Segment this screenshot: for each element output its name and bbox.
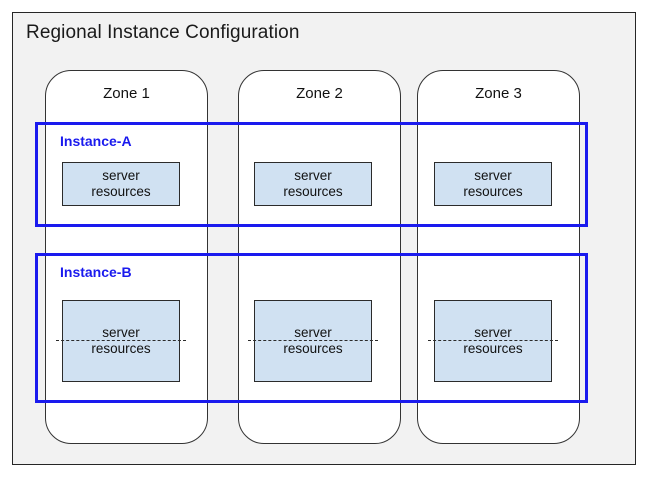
zone-label-2: Zone 2	[296, 85, 343, 102]
server-line-2: resources	[283, 341, 343, 356]
instance-label-b: Instance-B	[60, 264, 132, 280]
server-line-1: server	[294, 168, 332, 184]
server-line-2: resources	[463, 341, 523, 356]
server-line-1: server	[102, 168, 140, 184]
server-line-2: resources	[91, 184, 151, 199]
server-resources-box[interactable]: server resources	[434, 162, 552, 206]
server-line-2: resources	[91, 341, 151, 356]
server-line-2: resources	[463, 184, 523, 199]
server-line-1: server	[474, 168, 512, 184]
server-line-2: resources	[283, 184, 343, 199]
instance-label-a: Instance-A	[60, 133, 132, 149]
server-line-1: server	[102, 325, 140, 341]
server-resources-box[interactable]: server resources	[434, 300, 552, 382]
instance-band-a[interactable]: Instance-A	[35, 122, 588, 227]
server-line-1: server	[294, 325, 332, 341]
page-title: Regional Instance Configuration	[26, 22, 300, 43]
server-line-1: server	[474, 325, 512, 341]
server-resources-box[interactable]: server resources	[254, 300, 372, 382]
dashed-divider-line	[56, 340, 186, 341]
server-resources-box[interactable]: server resources	[254, 162, 372, 206]
dashed-divider-line	[428, 340, 558, 341]
zone-label-1: Zone 1	[103, 85, 150, 102]
server-resources-box[interactable]: server resources	[62, 162, 180, 206]
instance-band-b[interactable]: Instance-B	[35, 253, 588, 403]
zone-label-3: Zone 3	[475, 85, 522, 102]
dashed-divider-line	[248, 340, 378, 341]
server-resources-box[interactable]: server resources	[62, 300, 180, 382]
